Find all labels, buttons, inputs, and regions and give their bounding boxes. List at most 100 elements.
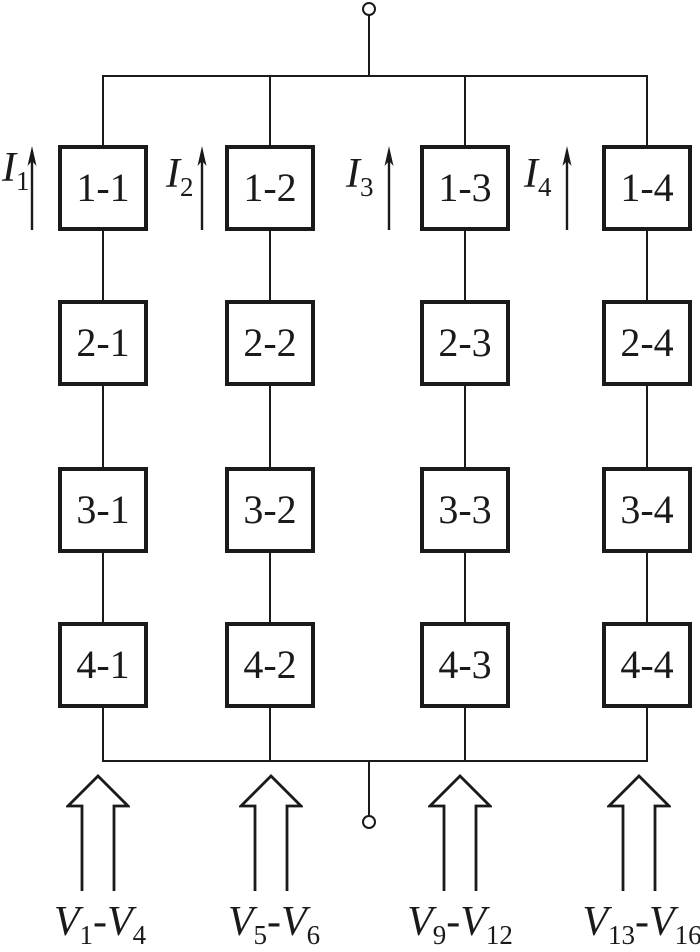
wire-col3-row3-row4: [464, 552, 466, 622]
cell-label: 1-2: [243, 165, 297, 210]
voltage-arrow-icon: [607, 774, 671, 891]
cell-box-1-2: 1-2: [225, 145, 315, 231]
cell-label: 3-1: [76, 487, 130, 532]
cell-box-3-2: 3-2: [225, 467, 315, 553]
voltage-subscript: 1: [79, 920, 94, 950]
wire-col3-row4-bus: [464, 706, 466, 762]
cell-label: 4-3: [438, 642, 492, 687]
wire-col4-row4-bus: [646, 706, 648, 762]
current-symbol: I: [346, 151, 360, 197]
cell-label: 2-1: [76, 320, 130, 365]
voltage-symbol: V: [281, 899, 307, 945]
wire-col4-bus-row1: [646, 76, 648, 145]
current-subscript: 1: [16, 166, 30, 196]
cell-box-1-4: 1-4: [602, 145, 692, 231]
top-terminal-node: [362, 2, 376, 16]
wire-col1-row2-row3: [102, 385, 104, 467]
voltage-symbol: V: [107, 899, 133, 945]
current-label-i2: I2: [166, 153, 194, 201]
voltage-separator: -: [267, 899, 281, 945]
voltage-symbol: V: [407, 899, 433, 945]
top-bus-wire: [102, 75, 648, 77]
cell-label: 3-2: [243, 487, 297, 532]
cell-label: 4-2: [243, 642, 297, 687]
cell-box-1-3: 1-3: [420, 145, 510, 231]
wire-col2-row2-row3: [269, 385, 271, 467]
wire-col1-row3-row4: [102, 552, 104, 622]
cell-label: 2-2: [243, 320, 297, 365]
voltage-subscript: 9: [432, 920, 447, 950]
voltage-label-v1-v4: V1-V4: [54, 901, 146, 949]
cell-box-3-3: 3-3: [420, 467, 510, 553]
bottom-bus-wire: [102, 760, 648, 762]
cell-box-4-3: 4-3: [420, 622, 510, 708]
cell-label: 2-3: [438, 320, 492, 365]
cell-label: 4-1: [76, 642, 130, 687]
cell-box-2-4: 2-4: [602, 300, 692, 386]
cell-box-4-1: 4-1: [58, 622, 148, 708]
current-symbol: I: [2, 145, 16, 191]
voltage-separator: -: [93, 899, 107, 945]
bottom-lead-wire: [368, 762, 370, 816]
wire-col2-row3-row4: [269, 552, 271, 622]
wire-col4-row2-row3: [646, 385, 648, 467]
voltage-symbol: V: [53, 899, 80, 945]
wire-col2-bus-row1: [269, 76, 271, 145]
voltage-subscript: 13: [608, 920, 635, 950]
voltage-separator: -: [635, 899, 649, 945]
current-arrow-icon: [27, 146, 37, 230]
voltage-arrow-icon: [428, 774, 492, 891]
cell-box-1-1: 1-1: [58, 145, 148, 231]
voltage-arrow-icon: [66, 774, 130, 891]
voltage-label-v9-v12: V9-V12: [407, 901, 513, 949]
cell-label: 1-1: [76, 165, 130, 210]
voltage-subscript: 16: [674, 920, 700, 950]
wire-col2-row4-bus: [269, 706, 271, 762]
current-subscript: 2: [180, 172, 194, 202]
wire-col3-row1-row2: [464, 230, 466, 300]
wire-col1-row4-bus: [102, 706, 104, 762]
cell-box-2-1: 2-1: [58, 300, 148, 386]
voltage-separator: -: [446, 899, 461, 945]
current-label-i1: I1: [2, 147, 30, 195]
cell-label: 3-3: [438, 487, 492, 532]
cell-box-4-2: 4-2: [225, 622, 315, 708]
current-arrow-icon: [384, 146, 394, 230]
current-label-i4: I4: [524, 153, 552, 201]
wire-col3-bus-row1: [464, 76, 466, 145]
wire-col1-row1-row2: [102, 230, 104, 300]
voltage-arrow-icon: [239, 774, 303, 891]
wire-col2-row1-row2: [269, 230, 271, 300]
current-label-i3: I3: [346, 153, 374, 201]
current-symbol: I: [166, 151, 180, 197]
top-lead-wire: [368, 15, 370, 76]
voltage-symbol: V: [460, 899, 486, 945]
voltage-subscript: 6: [306, 920, 321, 950]
voltage-label-v5-v6: V5-V6: [228, 901, 320, 949]
wire-col3-row2-row3: [464, 385, 466, 467]
voltage-subscript: 4: [132, 920, 147, 950]
current-symbol: I: [524, 151, 538, 197]
current-arrow-icon: [562, 146, 572, 230]
wire-col4-row1-row2: [646, 230, 648, 300]
voltage-subscript: 5: [253, 920, 268, 950]
cell-label: 2-4: [620, 320, 674, 365]
voltage-label-v13-v16: V13-V16: [582, 901, 700, 949]
cell-label: 3-4: [620, 487, 674, 532]
current-subscript: 3: [360, 172, 374, 202]
cell-label: 4-4: [620, 642, 674, 687]
cell-label: 1-4: [620, 165, 674, 210]
voltage-symbol: V: [582, 899, 608, 945]
cell-label: 1-3: [438, 165, 492, 210]
bottom-terminal-node: [362, 815, 376, 829]
voltage-subscript: 12: [485, 920, 513, 950]
cell-box-3-1: 3-1: [58, 467, 148, 553]
wire-col1-bus-row1: [102, 76, 104, 145]
current-arrow-icon: [197, 146, 207, 230]
wire-col4-row3-row4: [646, 552, 648, 622]
cell-box-2-3: 2-3: [420, 300, 510, 386]
cell-box-4-4: 4-4: [602, 622, 692, 708]
cell-box-2-2: 2-2: [225, 300, 315, 386]
voltage-symbol: V: [649, 899, 675, 945]
